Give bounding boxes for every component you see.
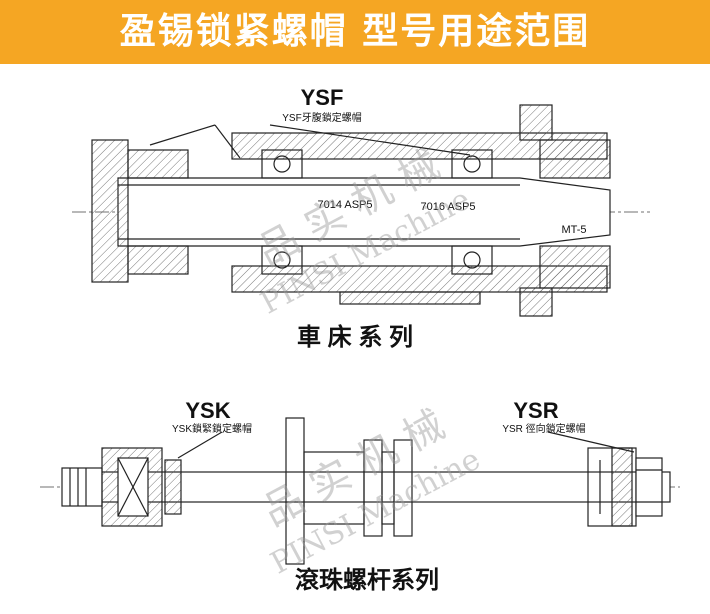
title-banner — [0, 0, 710, 64]
banner-title: 盈锡锁紧螺帽 型号用途范围 — [119, 11, 591, 52]
ysf-model-desc: YSF牙腹鎖定螺帽 — [282, 111, 361, 124]
lathe-spindle-drawing — [72, 104, 650, 317]
ysk-model-label: YSK — [185, 398, 230, 423]
lathe-series-title: 車 床 系 列 — [297, 323, 413, 351]
bearing-1-label: 7014 ASP5 — [317, 199, 372, 211]
ballscrew-drawing — [40, 417, 680, 565]
bearing-2-label: 7016 ASP5 — [420, 201, 475, 213]
ysk-model-desc: YSK鎖緊鎖定螺帽 — [172, 422, 252, 435]
ysr-model-label: YSR — [513, 398, 558, 423]
ballscrew-series-title: 滾珠螺杆系列 — [295, 567, 439, 594]
ysr-model-desc: YSR 徑向鎖定螺帽 — [502, 422, 585, 435]
ysf-model-label: YSF — [301, 85, 344, 110]
taper-label: MT-5 — [561, 224, 586, 236]
